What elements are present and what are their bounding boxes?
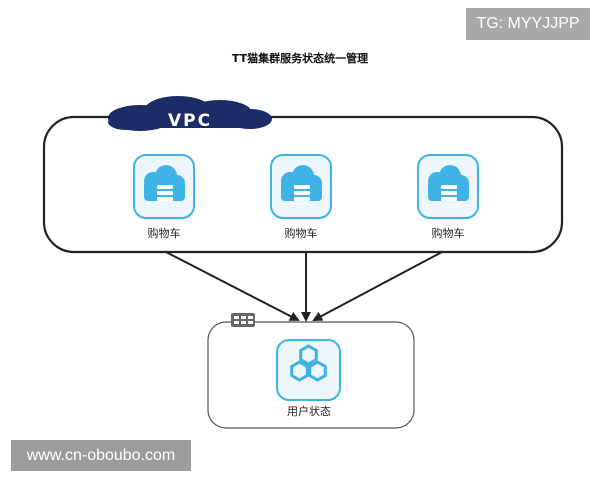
- cloud-server-icon: [281, 165, 322, 201]
- cluster-node-3: 购物车: [417, 154, 479, 240]
- watermark-site: www.cn-oboubo.com: [11, 440, 191, 471]
- arrow-node3-to-user-state: [312, 251, 443, 321]
- user-state-node: 用户状态: [276, 339, 341, 418]
- node-label: 购物车: [432, 226, 465, 240]
- node-label: 用户状态: [287, 404, 331, 418]
- node-label: 购物车: [148, 226, 181, 240]
- cloud-server-icon: [144, 165, 185, 201]
- cloud-server-icon: [428, 165, 469, 201]
- vpc-label: VPC: [168, 111, 212, 131]
- hexagon-cluster-icon: [290, 344, 327, 382]
- watermark-tg: TG: MYYJJPP: [466, 8, 590, 40]
- grid-icon: [231, 313, 255, 327]
- node-label: 购物车: [285, 226, 318, 240]
- diagram-title: TT猫集群服务状态统一管理: [231, 52, 369, 65]
- cluster-node-1: 购物车: [133, 154, 195, 240]
- cluster-node-2: 购物车: [270, 154, 332, 240]
- vpc-cloud-badge: VPC: [108, 96, 272, 131]
- arrow-node1-to-user-state: [165, 251, 300, 321]
